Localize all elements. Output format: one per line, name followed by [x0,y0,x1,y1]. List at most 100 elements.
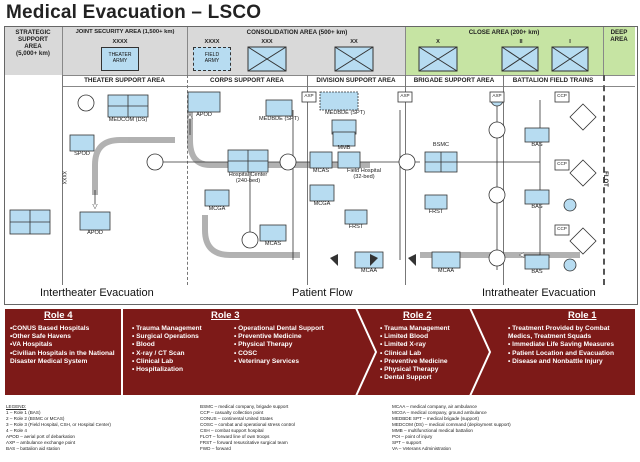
theater-role-marker [146,153,164,171]
list-item: • Preventive Medicine [380,357,448,365]
role2-title: Role 2 [403,310,432,321]
page-title: Medical Evacuation – LSCO [6,2,262,23]
role3-list-a: • Trauma Management • Surgical Operation… [132,325,232,374]
bas-b-box [524,189,550,205]
mcga-a-box [204,189,230,207]
bn-role-marker-c [488,249,506,267]
poi-diamond-c [569,227,597,255]
axp-label-a: AXP [304,93,314,98]
role4-box [3,307,123,397]
list-item: • Veterinary Services [234,357,299,365]
hospital-center-label: Hospital Center(240-bed) [228,172,268,184]
area-strip [62,75,635,87]
list-item: • Immediate Life Saving Measures [508,341,615,349]
divider-division [405,75,406,285]
legend-item: AXP – ambulance exchange point [6,439,76,445]
axp-label-c: AXP [492,93,502,98]
legend-col2: BSMC – medical company, brigade support … [200,404,390,452]
header-divider [405,27,406,75]
flow-arrow-bottom-left [202,215,300,258]
bn-role-marker-b [488,186,506,204]
patient-flow-label: Patient Flow [292,287,353,299]
mcaa-b-box [431,251,461,269]
poi-marker-a [563,198,577,212]
poi-marker-b [563,258,577,272]
list-item: • Disease and Nonbattle Injury [508,357,603,365]
list-item: • Limited Blood [380,333,429,341]
list-item: • Blood [132,341,155,349]
frst-a-label: FRST [348,224,364,230]
list-item: • Physical Therapy [234,341,293,349]
axp-flag-b [397,91,413,103]
apod-corps-label: APOD [196,112,212,118]
area-battalion: BATTALION FIELD TRAINS [512,77,594,84]
field-hospital-box [337,151,361,169]
list-item: • Operational Dental Support [234,325,324,332]
frst-a-box [344,209,368,225]
medbde-dashed-box [319,91,359,111]
role3-list-b: • Operational Dental Support • Preventiv… [234,325,354,366]
medbde-box [265,99,293,117]
corps-echelon: XXX [261,39,273,45]
mmb-label: MMB [337,145,351,151]
header-divider [603,27,604,75]
list-item: • COSC [234,349,258,357]
legend-item: MEDCOM (DS) – medical command (deploymen… [392,421,511,427]
list-item: •Civilian Hospitals in the National Disa… [10,349,115,365]
flow-arrow-theater [92,137,175,195]
legend-item: BAS – battalion aid station [6,445,60,451]
legend-item: 1 – Role 1 (BAS) [6,409,41,415]
area-theater: THEATER SUPPORT AREA [84,77,165,84]
legend-item: CSH – combat support hospital [200,427,264,433]
list-item: • Preventive Medicine [234,333,302,341]
list-item: • Patient Location and Evacuation [508,349,614,357]
roles-chevrons [3,307,637,397]
header-divider [187,27,188,75]
list-item: • Trauma Management [380,325,450,332]
flow-arrow-corps [187,110,370,168]
list-item: •VA Hospitals [10,341,53,349]
area-corps: CORPS SUPPORT AREA [210,77,284,84]
mcaa-b-wings [408,254,416,266]
legend-item: 4 – Role 4 [6,427,27,433]
legend-item: SPT – support [392,439,422,445]
list-item: •Other Safe Havens [10,333,71,341]
bottom-role-marker [241,231,259,249]
legend-item: BSMC – medical company, brigade support [200,404,289,409]
role1-list: • Treatment Provided by Combat Medics, T… [508,325,634,366]
legend-item: MCAA – medical company, air ambulance [392,404,477,409]
brigade-echelon: X [436,39,440,45]
bas-a-box [524,127,550,143]
legend-col1: LEGEND: 1 – Role 1 (BAS) 2 – Role 2 (BSM… [6,404,196,452]
header-joint: JOINT SECURITY AREA (1,500+ km) [75,29,175,35]
field-army-echelon: XXXX [204,39,220,45]
legend-item: MCGA – medical company, ground ambulance [392,409,487,415]
legend-item: CONUS – continental United States [200,415,273,421]
role1-title: Role 1 [568,310,597,321]
poi-diamond-a [569,103,597,131]
medcom-label: MEDCOM (DS) [108,117,148,123]
mcga-b-box [309,184,335,202]
mcga-a-label: MCGA [208,206,226,212]
legend-item: MEDBDE SPT – medical brigade (support) [392,415,479,421]
bas-label-b: BAS [531,204,543,210]
mmb-box [332,131,356,147]
list-item: • Dental Support [380,374,432,382]
list-item: • Surgical Operations [132,333,199,341]
role4-list: •CONUS Based Hospitals •Other Safe Haven… [10,325,118,366]
ccp-flag-c [554,224,570,236]
legend-item: 2 – Role 2 (BSMC or MCAS) [6,415,65,421]
bas-label-c: BAS [531,269,543,275]
frst-b-label: FRST [428,209,444,215]
corps-role-marker [279,153,297,171]
intratheater-label: Intratheater Evacuation [482,287,596,299]
area-brigade: BRIGADE SUPPORT AREA [413,77,495,84]
medbde2-label: MEDBDE (SPT) [324,110,366,116]
field-hospital-label: Field Hospital(32-bed) [347,168,381,180]
legend-col3: MCAA – medical company, air ambulance MC… [392,404,632,452]
ccp-label-b: CCP [557,161,567,166]
divider-flot [603,75,605,285]
